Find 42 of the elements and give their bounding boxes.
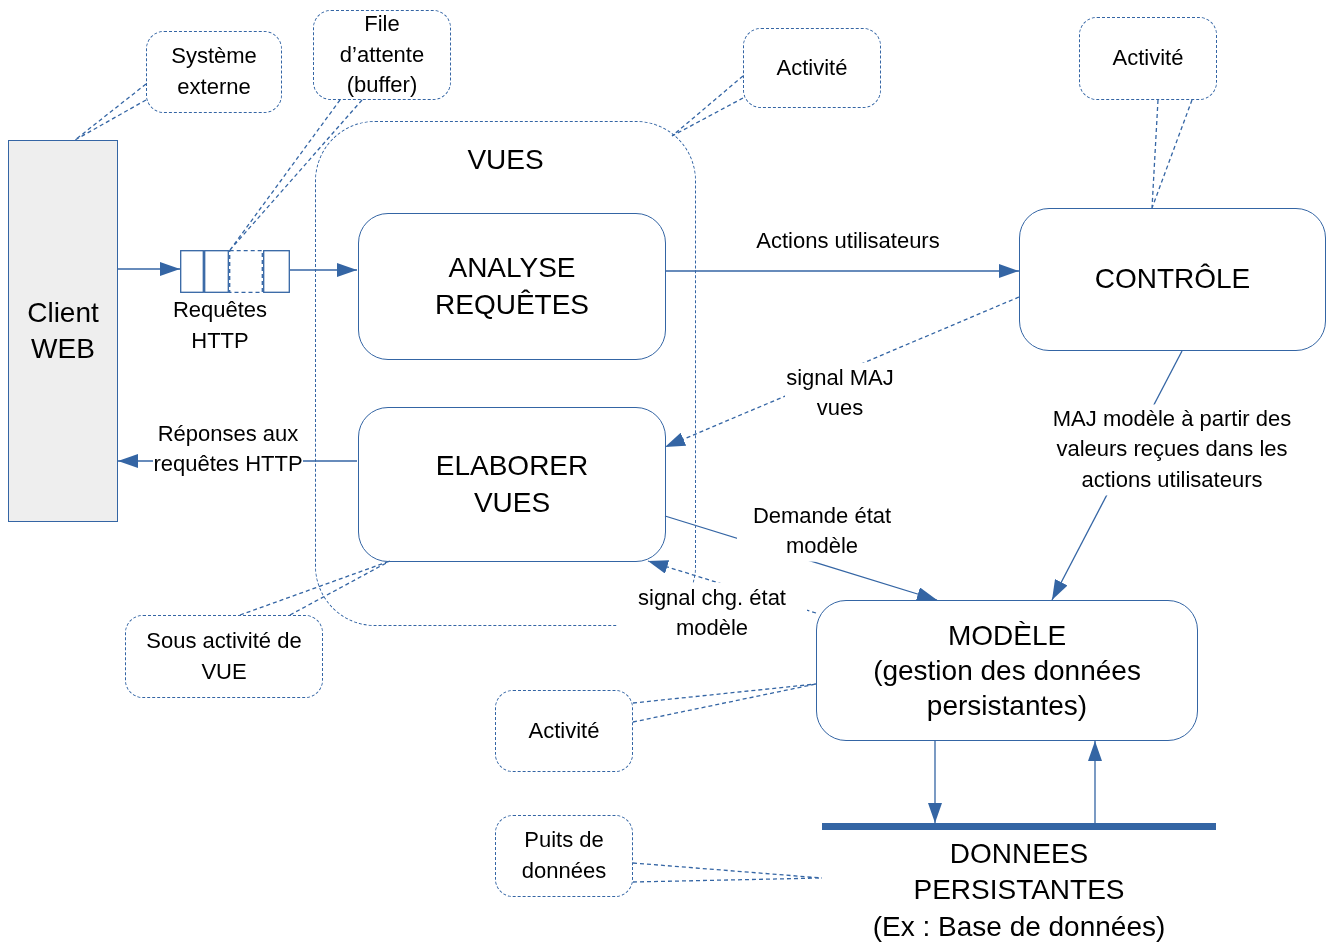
- callout-bubble: [146, 31, 282, 113]
- callout-bubble: [743, 28, 881, 108]
- arrow: [1088, 740, 1102, 824]
- queue-buffer: [180, 250, 290, 293]
- leader-line: [74, 83, 147, 141]
- node-label: ANALYSE REQUÊTES: [434, 251, 590, 322]
- node-label: MODÈLE: [947, 619, 1067, 653]
- node-label: Activité: [528, 716, 600, 745]
- node-sublabel: (Ex : Base de données): [872, 909, 1166, 944]
- leader-line: [239, 560, 391, 616]
- leader-line: [1151, 99, 1193, 209]
- node-label: File d’attente (buffer): [338, 9, 426, 100]
- node-label: Puits de données: [520, 826, 608, 885]
- process-box: [1019, 208, 1326, 351]
- node-label: Activité: [776, 53, 848, 82]
- node-label: Activité: [1112, 44, 1184, 73]
- node-label: Système externe: [170, 42, 258, 101]
- leader-line: [632, 862, 823, 883]
- callout-bubble: [495, 690, 633, 772]
- arrow: [289, 263, 358, 277]
- callout-bubble: [313, 10, 451, 100]
- process-box: [358, 213, 666, 360]
- leader-line: [671, 75, 744, 137]
- arrow: [664, 264, 1020, 278]
- callout-bubble: [125, 615, 323, 698]
- leader-line: [632, 683, 817, 723]
- group-heading: VUES: [467, 144, 544, 176]
- client-box: [8, 140, 118, 522]
- arrow: [117, 262, 181, 276]
- leader-line: [229, 99, 363, 251]
- node-sublabel: (gestion des données persistantes): [872, 654, 1142, 723]
- node-label: Sous activité de VUE: [146, 626, 302, 686]
- queue-caption: Requêtes HTTP: [171, 296, 269, 355]
- callout-bubble: [1079, 17, 1217, 100]
- node-label: Client WEB: [26, 295, 100, 366]
- process-box: [816, 600, 1198, 741]
- node-label: CONTRÔLE: [1094, 262, 1251, 297]
- process-box: [358, 407, 666, 562]
- callout-bubble: [495, 815, 633, 897]
- node-label: ELABORER VUES: [434, 449, 590, 520]
- arrow: [928, 740, 942, 824]
- node-label: DONNEES PERSISTANTES: [912, 837, 1126, 908]
